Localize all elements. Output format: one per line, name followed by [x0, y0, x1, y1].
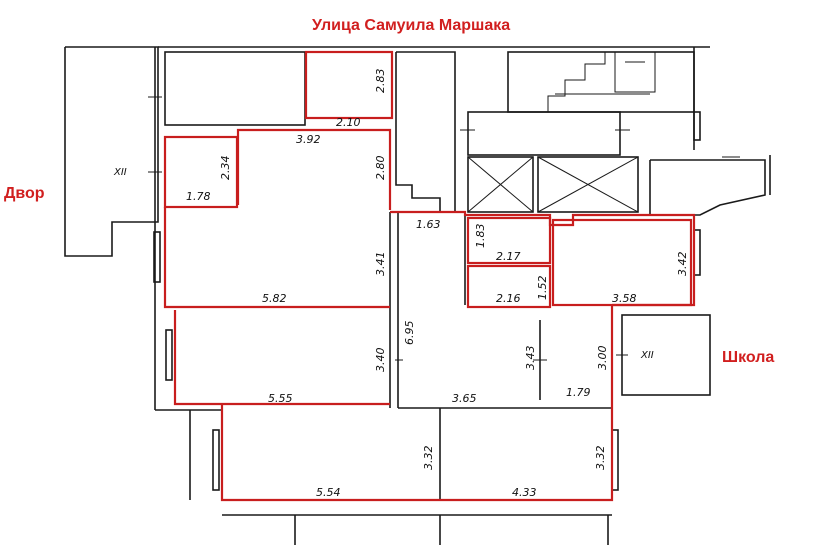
dim-3-41: 3.41	[374, 252, 387, 277]
window-left-1	[153, 231, 161, 283]
window-right-3	[693, 111, 701, 141]
corridor-block	[467, 111, 621, 156]
shaft-right-cross-b	[537, 156, 639, 213]
dim-1-83: 1.83	[474, 224, 487, 249]
room-5-82	[163, 207, 390, 309]
right-bay-wall	[649, 159, 766, 216]
dim-5-54: 5.54	[316, 486, 341, 499]
central-column	[395, 51, 456, 213]
dim-1-52: 1.52	[536, 276, 549, 301]
window-left-3	[212, 429, 220, 491]
corridor-top	[390, 210, 696, 307]
dim-3-40: 3.40	[374, 348, 387, 373]
room-2-10	[304, 50, 394, 120]
dim-3-92: 3.92	[296, 133, 321, 146]
dim-1-79: 1.79	[566, 386, 591, 399]
stair-landing	[614, 51, 656, 93]
dim-6-95: 6.95	[403, 321, 416, 346]
dim-5-55: 5.55	[268, 392, 293, 405]
stair-block	[507, 51, 695, 113]
dim-3-00: 3.00	[596, 346, 609, 371]
room-5-55	[173, 310, 222, 406]
dim-3-32-right: 3.32	[594, 446, 607, 471]
left-annex-wall	[64, 46, 159, 257]
walls	[64, 46, 771, 545]
dim-2-16: 2.16	[496, 292, 521, 305]
shaft-left-cross-b	[467, 156, 534, 213]
dim-2-83: 2.83	[374, 69, 387, 94]
window-left-2	[165, 329, 173, 381]
dim-5-82: 5.82	[262, 292, 287, 305]
right-corridor-edge	[220, 305, 614, 502]
street-label: Улица Самуила Маршака	[312, 17, 510, 34]
dim-3-32-left: 3.32	[422, 446, 435, 471]
dim-4-33: 4.33	[512, 486, 537, 499]
room-2-16	[466, 264, 552, 309]
highlighted-premises	[163, 50, 696, 502]
shaft-right	[537, 156, 639, 213]
dim-2-34: 2.34	[219, 156, 232, 181]
dim-3-58: 3.58	[612, 292, 637, 305]
room-mark-left: XII	[113, 167, 127, 178]
room-2-17	[466, 216, 552, 265]
dim-2-80: 2.80	[374, 156, 387, 181]
dim-2-10: 2.10	[336, 116, 361, 129]
dim-3-65: 3.65	[452, 392, 477, 405]
dim-3-42: 3.42	[676, 252, 689, 277]
school-label: Школа	[722, 349, 774, 366]
dim-1-78: 1.78	[186, 190, 211, 203]
room-1-78	[163, 135, 239, 209]
top-left-block	[164, 51, 306, 126]
shaft-left	[467, 156, 534, 213]
room-mark-right: XII	[640, 350, 654, 361]
dim-1-63: 1.63	[416, 218, 441, 231]
dim-2-17: 2.17	[496, 250, 521, 263]
right-annex	[621, 314, 711, 396]
room-3-58	[551, 218, 693, 307]
dim-3-43: 3.43	[524, 346, 537, 371]
yard-label: Двор	[4, 185, 45, 202]
stair-steps	[547, 52, 606, 112]
